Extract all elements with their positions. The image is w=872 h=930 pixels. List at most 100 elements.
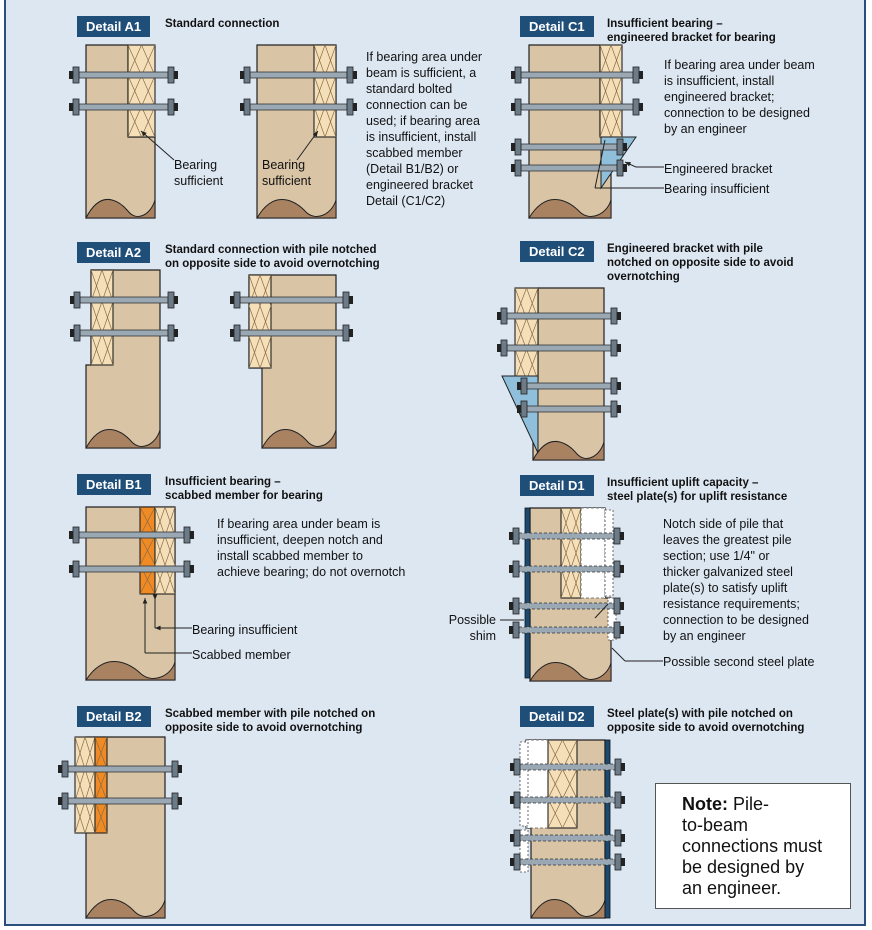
note-line: Detail (C1/C2) bbox=[366, 194, 446, 208]
leader-line bbox=[140, 130, 175, 161]
beam-member bbox=[74, 736, 96, 834]
bolt-head bbox=[512, 560, 520, 578]
label-scabbed-member: Scabbed member bbox=[192, 648, 291, 662]
bolt-cap bbox=[510, 834, 514, 842]
bolt-shank bbox=[526, 405, 612, 413]
bolt-shank bbox=[78, 103, 169, 111]
note-line: used; if bearing area bbox=[366, 114, 480, 128]
bolt-head bbox=[514, 98, 522, 116]
note-line: scabbed member bbox=[366, 146, 463, 160]
bolt-shank bbox=[239, 296, 344, 304]
caption-line: engineered bracket for bearing bbox=[607, 32, 776, 44]
bolt-nut bbox=[183, 526, 191, 544]
bolt-cap bbox=[510, 796, 514, 804]
bolt-head bbox=[72, 560, 80, 578]
leader-arrowhead bbox=[312, 131, 318, 137]
wood-grain-line bbox=[94, 736, 108, 834]
steel-plate bbox=[604, 739, 611, 919]
detail-a1-caption: Standard connection bbox=[165, 18, 280, 30]
label-line: sufficient bbox=[262, 174, 312, 188]
note-text: Pile- bbox=[728, 794, 770, 814]
label-line: Bearing bbox=[262, 158, 306, 172]
bolt-cap bbox=[509, 565, 513, 573]
bolt-nut-cap bbox=[617, 312, 621, 320]
bolt-nut-cap bbox=[190, 565, 194, 573]
bolt-cap bbox=[69, 531, 73, 539]
bolt-shank bbox=[79, 296, 169, 304]
bolt-nut bbox=[614, 791, 622, 809]
note-bold: Note: bbox=[682, 794, 728, 814]
bolt-shank bbox=[520, 71, 634, 79]
note-line: (Detail B1/B2) or bbox=[366, 162, 459, 176]
bolt-nut-cap bbox=[620, 602, 624, 610]
bolt-nut bbox=[613, 560, 621, 578]
wood-grain-line bbox=[248, 274, 261, 369]
bolt-nut-cap bbox=[174, 103, 178, 111]
caption-line: notched on opposite side to avoid bbox=[607, 257, 794, 269]
bolt-cap bbox=[517, 405, 521, 413]
bolt-head bbox=[512, 597, 520, 615]
bolt-nut bbox=[616, 138, 624, 156]
note-line: connection to be designed bbox=[664, 106, 810, 120]
detail-d1-caption: Insufficient uplift capacity – steel pla… bbox=[607, 476, 787, 504]
note-line: leaves the greatest pile bbox=[663, 533, 792, 547]
note-line: If bearing area under beam is bbox=[217, 517, 381, 531]
bolt-nut-cap bbox=[353, 71, 357, 79]
label-bearing-sufficient-a1: Bearing sufficient bbox=[174, 157, 223, 189]
bolt-nut bbox=[342, 291, 350, 309]
bolt-nut bbox=[614, 829, 622, 847]
engineer-note-box: Note: Pile- to-beam connections must be … bbox=[655, 783, 851, 909]
note-line: achieve bearing; do not overnotch bbox=[217, 565, 406, 579]
pile-broken-end bbox=[85, 429, 161, 449]
possible-second-beam bbox=[525, 739, 549, 829]
note-line: by an engineer bbox=[664, 122, 747, 136]
note-line: be designed by bbox=[682, 857, 805, 877]
bolt-shank bbox=[67, 797, 173, 805]
bolt-nut-cap bbox=[623, 164, 627, 172]
wood-grain-line bbox=[526, 287, 539, 381]
detail-d1-tag: Detail D1 bbox=[520, 475, 594, 496]
bolt-nut bbox=[613, 527, 621, 545]
note-line: thicker galvanized steel bbox=[663, 565, 793, 579]
bolt-cap bbox=[69, 565, 73, 573]
bolt-nut-cap bbox=[621, 858, 625, 866]
bolt-nut-cap bbox=[190, 531, 194, 539]
bolt-cap bbox=[511, 143, 515, 151]
label-bearing-insufficient-c1: Bearing insufficient bbox=[664, 182, 770, 196]
bolt-shank bbox=[519, 763, 616, 771]
detail-c2-caption: Engineered bracket with pile notched on … bbox=[607, 242, 794, 284]
caption-line: Steel plate(s) with pile notched on bbox=[607, 708, 793, 720]
leader-line bbox=[611, 647, 626, 662]
bolt-shank bbox=[520, 164, 618, 172]
bolt-cap bbox=[230, 329, 234, 337]
note-line: insufficient, deepen notch and bbox=[217, 533, 383, 547]
steel-plate bbox=[524, 507, 531, 679]
detail-d1-note: Notch side of pile that leaves the great… bbox=[663, 516, 809, 644]
label-possible-second-plate: Possible second steel plate bbox=[663, 655, 815, 669]
possible-second-beam bbox=[580, 507, 606, 599]
bolt-shank bbox=[78, 71, 169, 79]
bolt-nut bbox=[616, 159, 624, 177]
bolt-shank bbox=[239, 329, 344, 337]
note-line: connections must bbox=[682, 836, 823, 856]
caption-line: scabbed member for bearing bbox=[165, 490, 323, 502]
bolt-head bbox=[513, 853, 521, 871]
bolt-nut-cap bbox=[621, 763, 625, 771]
detail-a2-caption: Standard connection with pile notched on… bbox=[165, 243, 380, 271]
note-line: engineered bracket bbox=[366, 178, 474, 192]
detail-c1-caption: Insufficient bearing – engineered bracke… bbox=[607, 17, 776, 45]
bolt-nut bbox=[614, 758, 622, 776]
bolt-head bbox=[243, 66, 251, 84]
bolt-cap bbox=[70, 296, 74, 304]
bolt-cap bbox=[70, 329, 74, 337]
beam-member bbox=[248, 274, 272, 369]
bolt-head bbox=[514, 66, 522, 84]
bolt-head bbox=[513, 829, 521, 847]
wood-grain-line bbox=[154, 506, 166, 595]
bolt-shank bbox=[506, 312, 612, 320]
bolt-cap bbox=[230, 296, 234, 304]
note-line: Note: Pile- bbox=[682, 794, 850, 815]
bolt-head bbox=[73, 291, 81, 309]
note-line: If bearing area under bbox=[366, 50, 483, 64]
